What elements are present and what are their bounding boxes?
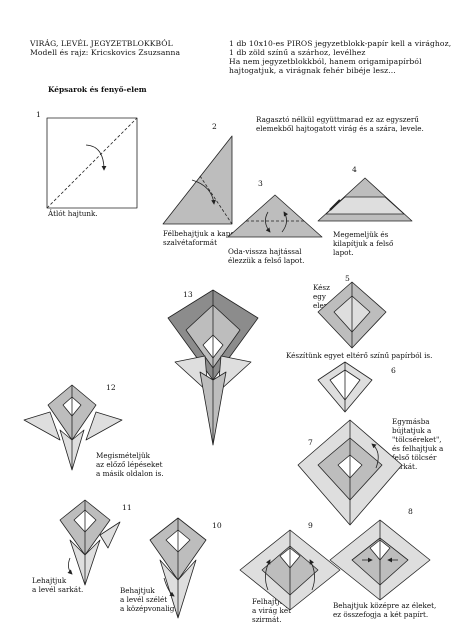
step-4-diagram [317, 177, 413, 222]
step-2-diagram [162, 135, 233, 225]
step-number-2: 2 [212, 122, 217, 131]
step-7-caption-3: "tölcséreket", [392, 435, 442, 444]
step-number-7: 7 [308, 438, 313, 447]
page-title: VIRÁG, LEVÉL JEGYZETBLOKKBÓL [30, 39, 173, 48]
step-4-caption-3: lapot. [333, 248, 354, 257]
step-number-4: 4 [352, 165, 357, 174]
step-1-diagram [46, 117, 138, 209]
step-10-diagram [149, 517, 207, 619]
step-7-diagram [297, 419, 403, 526]
step-3-diagram [227, 194, 323, 238]
step-7-caption-4: és felhajtjuk a [392, 444, 444, 453]
step-2-caption-1: Félbehajtjuk a kapott [163, 229, 241, 238]
step-10-caption-1: Behajtjuk [120, 586, 155, 595]
step-3-caption-2: élezzük a felső lapot. [228, 256, 305, 265]
step-number-13: 13 [183, 290, 193, 299]
step-number-5: 5 [345, 274, 350, 283]
materials-line-3: Ha nem jegyzetblokkból, hanem origamipap… [229, 57, 422, 66]
step-number-12: 12 [106, 383, 116, 392]
step-12-caption-1: Megismételjük [96, 451, 150, 460]
step-12-diagram [23, 384, 123, 471]
step-8-caption-1: Behajtjuk középre az éleket, [333, 601, 437, 610]
step-10-caption-3: a középvonalig. [120, 604, 177, 613]
step-number-9: 9 [308, 521, 313, 530]
step-number-6: 6 [391, 366, 396, 375]
step-10-caption-2: a levél szélét [120, 595, 168, 604]
step-12-caption-2: az előző lépéseket [96, 460, 163, 469]
step-7-caption-5: felső tölcsér [392, 453, 437, 462]
intro-note-line-2: elemekből hajtogatott virág és a szára, … [256, 124, 424, 133]
step-13-diagram [167, 289, 259, 446]
step-9-caption-3: szirmát. [252, 615, 282, 624]
step-2-caption-2: szalvétaformát [163, 238, 217, 247]
step-1-caption: Átlót hajtunk. [48, 209, 98, 218]
step-5-caption-2: egy [313, 292, 326, 301]
step-4-caption-1: Megemeljük és [333, 230, 389, 239]
intro-note-line-1: Ragasztó nélkül együttmarad ez az egysze… [256, 115, 419, 124]
step-5-caption-3: elem. [313, 301, 333, 310]
page-author: Modell és rajz: Kricskovics Zsuzsanna [30, 48, 181, 57]
section-title: Képsarok és fenyő-elem [48, 85, 147, 94]
step-number-11: 11 [122, 503, 132, 512]
materials-line-1: 1 db 10x10-es PIROS jegyzetblokk-papír k… [229, 39, 452, 48]
step-6-caption: Készítünk egyet eltérő színű papírból is… [286, 351, 433, 360]
step-8-diagram [329, 519, 431, 601]
step-number-1: 1 [36, 110, 41, 119]
step-5-caption-1: Kész [313, 283, 330, 292]
step-7-caption-6: sarkát. [392, 462, 418, 471]
step-7-caption-1: Egymásba [392, 417, 430, 426]
step-number-3: 3 [258, 179, 263, 188]
step-12-caption-3: a másik oldalon is. [96, 469, 164, 478]
step-3-caption-1: Oda-vissza hajtással [228, 247, 302, 256]
materials-line-2: 1 db zöld színű a szárhoz, levélhez [229, 48, 366, 57]
step-9-diagram [239, 529, 341, 611]
step-11-diagram [59, 499, 121, 586]
step-4-caption-2: kilapítjuk a felső [333, 239, 394, 248]
step-number-10: 10 [212, 521, 222, 530]
step-9-caption-1: Felhajtjuk [252, 597, 289, 606]
step-8-caption-2: ez összefogja a két papírt. [333, 610, 429, 619]
step-11-caption-2: a levél sarkát. [32, 585, 84, 594]
step-5-diagram [317, 281, 387, 349]
step-6-diagram [317, 361, 373, 413]
step-9-caption-2: a virág két [252, 606, 292, 615]
step-11-caption-1: Lehajtjuk [32, 576, 67, 585]
materials-line-4: hajtogatjuk, a virágnak fehér bibéje les… [229, 66, 396, 75]
step-7-caption-2: bújtatjuk a [392, 426, 432, 435]
step-number-8: 8 [408, 507, 413, 516]
